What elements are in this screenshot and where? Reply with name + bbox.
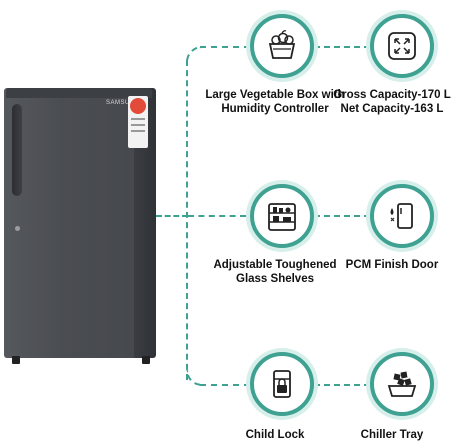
- connector-line: [186, 60, 188, 380]
- feature-vegetable-box-circle: [250, 14, 314, 78]
- connector-curve: [186, 46, 202, 62]
- connector-line: [314, 215, 370, 217]
- vegetable-box-icon: [268, 30, 296, 59]
- connector-line: [200, 46, 250, 48]
- connector-line: [188, 215, 246, 217]
- door-lock-keyhole: [15, 226, 20, 231]
- child-lock-icon: [273, 370, 291, 398]
- connector-line: [314, 46, 370, 48]
- feature-label-glass-shelves: Adjustable Toughened Glass Shelves: [213, 259, 337, 285]
- glass-shelves-icon: [268, 203, 296, 231]
- feature-chiller-tray-circle: [370, 352, 434, 416]
- refrigerator-foot: [12, 356, 20, 364]
- connector-line: [314, 384, 370, 386]
- feature-label-pcm-door: PCM Finish Door: [345, 259, 439, 271]
- feature-label-chiller-tray: Chiller Tray: [360, 429, 424, 441]
- refrigerator-foot: [142, 356, 150, 364]
- capacity-icon: [388, 32, 416, 60]
- pcm-door-icon: [390, 203, 413, 229]
- door-handle: [12, 104, 22, 196]
- feature-label-vegetable-box: Large Vegetable Box with Humidity Contro…: [205, 89, 345, 115]
- feature-capacity-circle: [370, 14, 434, 78]
- feature-label-child-lock: Child Lock: [245, 429, 305, 441]
- feature-label-capacity: Gross Capacity-170 L Net Capacity-163 L: [333, 89, 451, 115]
- chiller-tray-icon: [387, 371, 417, 397]
- refrigerator-top: [6, 88, 152, 98]
- feature-glass-shelves-circle: [250, 184, 314, 248]
- connector-line: [156, 215, 188, 217]
- refrigerator-side: [134, 88, 156, 358]
- brand-logo: SAMSUNG: [106, 100, 140, 106]
- feature-child-lock-circle: [250, 352, 314, 416]
- energy-star-badge: [128, 96, 148, 148]
- feature-pcm-door-circle: [370, 184, 434, 248]
- connector-line: [200, 384, 250, 386]
